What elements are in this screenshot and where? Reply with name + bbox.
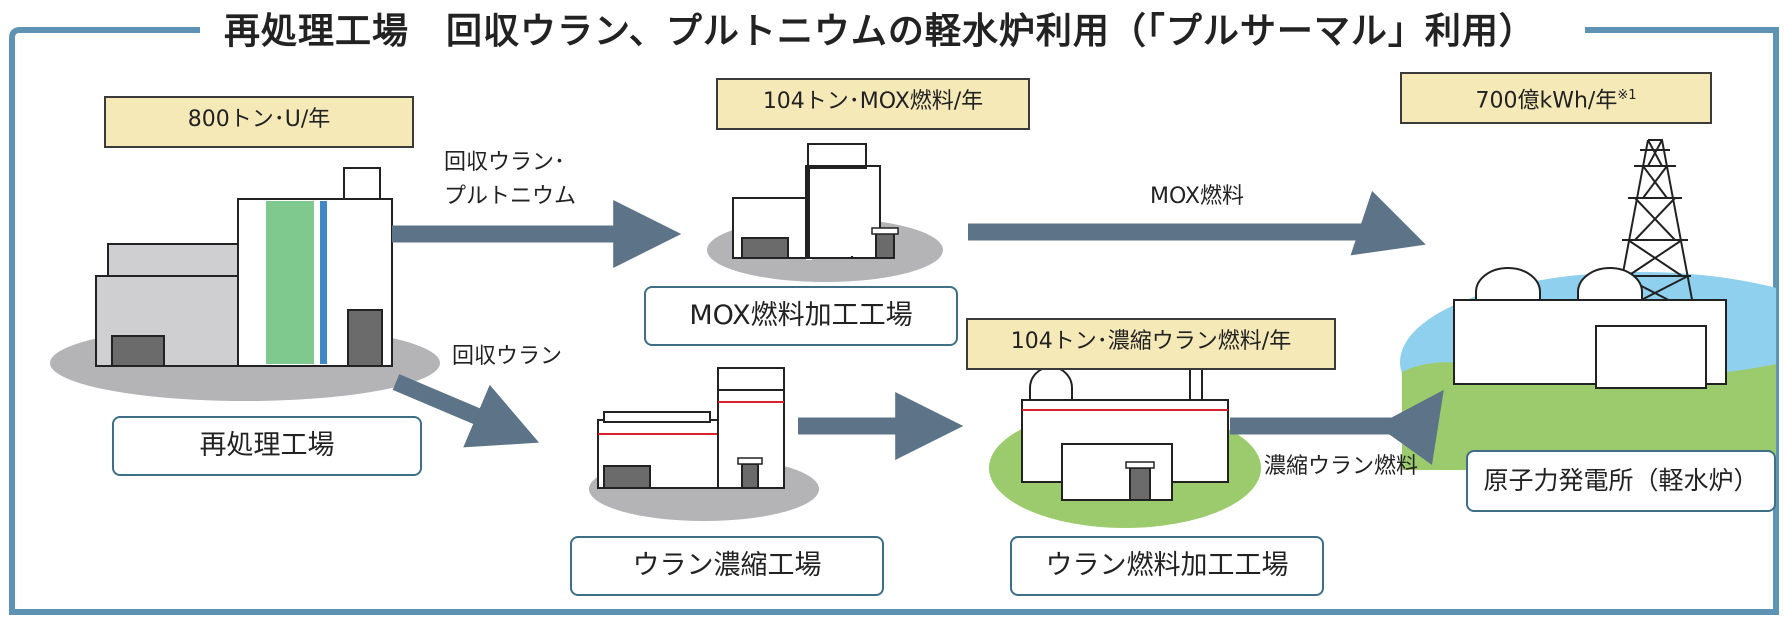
facility-power-plant-label: 原子力発電所（軽水炉） xyxy=(1466,450,1776,512)
facility-fuel-fab-label: ウラン燃料加工工場 xyxy=(1010,536,1324,596)
capacity-uranium-fuel: 104トン･濃縮ウラン燃料/年 xyxy=(966,318,1336,370)
facility-mox-plant-label: MOX燃料加工工場 xyxy=(644,286,958,346)
diagram-title: 再処理工場 回収ウラン、プルトニウムの軽水炉利用（「プルサーマル」利用） xyxy=(210,4,1550,60)
capacity-power-output: 700億kWh/年※1 xyxy=(1400,72,1712,124)
power-output-value: 700億kWh/年 xyxy=(1475,88,1618,114)
flow-label-recovered-u-pu: 回収ウラン･ プルトニウム xyxy=(444,146,576,214)
arrow-fuel-fab-to-power xyxy=(1230,389,1444,465)
flow-label-recovered-u-pu-line1: 回収ウラン･ xyxy=(444,150,566,175)
flow-label-enriched-fuel: 濃縮ウラン燃料 xyxy=(1264,454,1419,479)
fuel-fab-plant-illustration xyxy=(989,361,1261,528)
arrow-mox-to-power xyxy=(968,190,1426,256)
facility-enrichment-label: ウラン濃縮工場 xyxy=(570,536,884,596)
mox-plant-illustration xyxy=(707,143,943,282)
capacity-mox: 104トン･MOX燃料/年 xyxy=(716,78,1030,130)
flow-label-mox-fuel: MOX燃料 xyxy=(1150,184,1244,209)
capacity-reprocessing: 800トン･U/年 xyxy=(104,96,414,148)
reprocessing-plant-illustration xyxy=(50,167,440,401)
arrow-reprocessing-to-enrichment xyxy=(392,374,540,448)
flow-label-recovered-u-pu-line2: プルトニウム xyxy=(444,184,577,209)
facility-reprocessing-label: 再処理工場 xyxy=(112,416,422,476)
enrichment-plant-illustration xyxy=(589,367,819,521)
power-plant-illustration xyxy=(1400,139,1776,470)
outer-frame xyxy=(9,27,1779,615)
flow-label-recovered-u: 回収ウラン xyxy=(452,344,563,369)
power-output-footnote: ※1 xyxy=(1617,88,1637,103)
